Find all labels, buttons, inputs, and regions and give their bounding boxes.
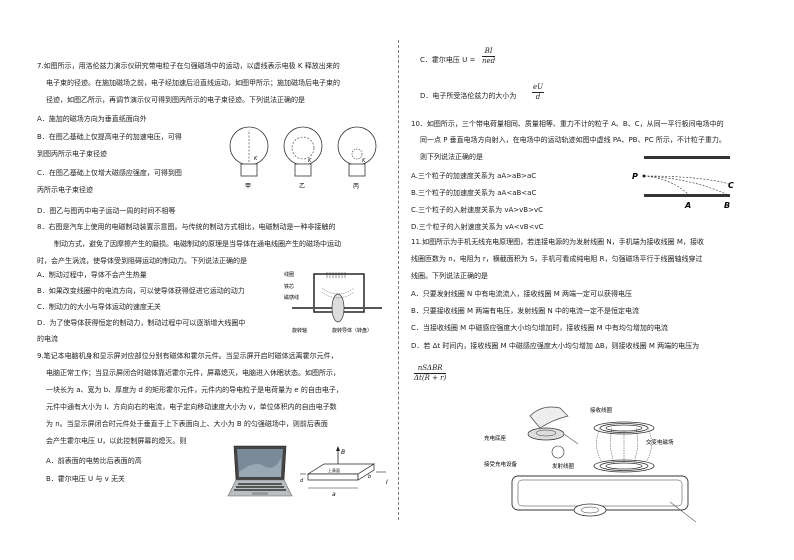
q8-option-c: C．制动力的大小与导体运动的速度无关	[37, 303, 161, 311]
q9-option-d-prefix: D．电子所受洛伦兹力的大小为	[420, 92, 517, 100]
q11-option-a: A．只要发射线圈 N 中有电流流入，接收线圈 M 两端一定可以获得电压	[411, 290, 632, 298]
q11-figure: 接收线圈 充电底座 交变电磁场 接受充电设备 发射线圈	[484, 406, 697, 523]
q8-figure: 线圈 铁芯 磁感线 旋转轴 旋转导体（转盘）	[284, 271, 382, 334]
q8-line-1: 8．右图是汽车上使用的电磁制动装置示意图。与传统的制动方式相比，电磁制动是一种非…	[37, 223, 336, 231]
q7-option-c-1: C．在图乙基础上仅增大磁感应强度，可得到图	[37, 169, 182, 177]
bulb-yi	[283, 126, 323, 177]
label-core: 铁芯	[284, 283, 294, 290]
label-p: P	[632, 172, 638, 181]
q7-line-3: 径迹，如图乙所示，再调节演示仪可得到图丙所示的电子束径迹。下列说法正确的是	[46, 96, 305, 104]
label-axle: 旋转轴	[292, 327, 307, 334]
q10-option-c: C.三个粒子的入射速度关系为 vA>vB>vC	[411, 206, 543, 214]
q10-line-2: 同一点 P 垂直电场方向射入，在电场中的运动轨迹如图中虚线 PA、PB、PC 所…	[420, 136, 726, 144]
label-top-surface: 上表面	[328, 467, 340, 473]
laptop-image	[227, 445, 293, 497]
bulb-bing	[337, 126, 377, 177]
q11-option-b: B．只要接收线圈 M 两端有电压，发射线圈 N 中的电流一定不是恒定电流	[411, 307, 639, 315]
q8-option-d-1: D．为了使导体获得恒定的制动力，制动过程中可以逐渐增大线圈中	[37, 319, 246, 327]
q7-option-d: D．图乙与图丙中电子运动一周的时间不相等	[37, 207, 176, 215]
q8-line-3: 时，会产生涡流，使导体受到阻碍运动的制动力。下列说法正确的是	[37, 257, 247, 265]
label-em-field: 交变电磁场	[646, 438, 674, 446]
hall-element-figure: B 上表面 I a b d	[300, 446, 388, 498]
label-a: a	[332, 491, 336, 498]
q8-option-a: A．制动过程中，导体不会产生热量	[37, 271, 147, 279]
field-lines	[596, 427, 652, 463]
label-b-point: B	[724, 201, 730, 210]
q10-option-b: B.三个粒子的加速度关系为 aA<aB<aC	[411, 189, 537, 197]
hand-phone	[529, 406, 569, 429]
upper-plate	[644, 156, 730, 159]
label-coil: 线圈	[284, 271, 294, 278]
q9-option-b: B．霍尔电压 U 与 v 无关	[46, 475, 125, 483]
label-transmitter-coil: 发射线圈	[552, 462, 575, 470]
q10-line-1: 10．如图所示，三个带电荷量相同、质量相等、重力不计的粒子 A、B、C，从同一平…	[411, 120, 724, 128]
trajectory-b	[643, 175, 727, 195]
label-b: b	[368, 474, 371, 480]
q11-option-d-fraction: nSΔBR Δt(R + r)	[414, 364, 447, 383]
fig-label-jia: 甲	[245, 183, 251, 190]
trajectory-a	[643, 175, 689, 195]
q9-option-c-fraction: BI ned	[482, 47, 496, 66]
label-device: 接受充电设备	[484, 460, 518, 468]
label-disk: 旋转导体（转盘）	[332, 327, 372, 334]
q9-option-c-prefix: C．霍尔电压 U =	[420, 56, 476, 64]
q9-d-denominator: d	[535, 93, 541, 101]
receiver-coil	[593, 421, 655, 435]
q7-line-1: 7.如图所示，用洛伦兹力演示仪研究带电粒子在匀强磁场中的运动，以虚线表示电极 K…	[37, 62, 340, 70]
q10-option-d: D.三个粒子的入射速度关系为 vA<vB<vC	[411, 223, 544, 231]
column-divider	[398, 40, 399, 520]
q9-line-6: 会产生霍尔电压 U，以此控制屏幕的熄灭。则	[46, 437, 187, 445]
q8-line-2: 制动方式，避免了因摩擦产生的磨损。电磁制动的原理是当导体在通电线圈产生的磁场中运…	[54, 240, 341, 248]
q11-option-c: C．当接收线圈 M 中磁感应强度大小均匀增加时，接收线圈 M 中有均匀增加的电流	[411, 324, 668, 332]
q9-c-numerator: BI	[482, 47, 496, 57]
q11-line-1: 11.如图所示为手机无线充电原理图，若连接电源的为发射线圈 N，手机端为接收线圈…	[411, 238, 704, 246]
q11-line-2: 线圈匝数为 n，电阻为 r，横截面积为 S，手机可看成纯电阻 R，匀强磁场平行于…	[411, 255, 703, 263]
lower-plate	[644, 194, 730, 197]
q8-option-b: B．如果改变线圈中的电流方向，可以使导体获得促进它运动的动力	[37, 287, 245, 295]
q11-line-3: 线圈。下列说法正确的是	[411, 272, 488, 280]
q11-d-denominator: Δt(R + r)	[414, 374, 447, 382]
coil	[326, 272, 346, 278]
q10-option-a: A.三个粒子的加速度关系为 aA>aB>aC	[411, 172, 537, 180]
q7-line-2: 电子束的径迹。在施加磁场之前，电子经加速后沿直线运动，如图甲所示；施加磁场后电子…	[46, 79, 340, 87]
fig-label-bing: 丙	[353, 183, 359, 190]
q9-line-4: 元件中通有大小为 I、方向向右的电流，电子定向移动速度大小为 v，单位体积内的自…	[46, 403, 337, 411]
label-field: 磁感线	[284, 294, 299, 301]
trajectory-c	[643, 175, 731, 185]
q9-c-denominator: ned	[482, 57, 496, 65]
q7-option-c-2: 丙所示电子束径迹	[37, 186, 93, 194]
q7-option-b-2: 到图丙所示电子束径迹	[37, 150, 107, 158]
q10-figure: P A B C	[632, 156, 734, 210]
label-b-field: B	[341, 449, 345, 456]
fig-label-yi: 乙	[299, 183, 305, 190]
label-charging-base: 充电底座	[484, 434, 507, 442]
q9-line-3: 一块长为 a、宽为 b、厚度为 d 的矩形霍尔元件，元件内的导电粒子是电荷量为 …	[46, 386, 343, 394]
bulb-jia	[229, 126, 269, 177]
q11-d-numerator: nSΔBR	[414, 364, 447, 374]
q9-option-a: A．前表面的电势比后表面的高	[46, 457, 142, 465]
q9-line-2: 电脑正常工作；当显示屏闭合时磁体靠近霍尔元件，屏幕熄灭，电脑进入休眠状态。如图所…	[46, 369, 340, 377]
label-c-point: C	[728, 181, 734, 190]
k-label-bing: K	[362, 158, 366, 164]
q7-figure: K K K 甲 乙 丙	[229, 126, 377, 190]
q10-line-3: 则下列说法正确的是	[420, 153, 483, 161]
label-a-point: A	[684, 201, 691, 210]
q9-line-1: 9.笔记本电脑机身和显示屏对应部位分别有磁体和霍尔元件。当显示屏开启时磁体远离霍…	[37, 352, 338, 360]
q9-line-5: 为 n。当显示屏闭合时元件处于垂直于上下表面向上、大小为 B 的匀强磁场中，则前…	[46, 420, 328, 428]
q9-option-d-fraction: eU d	[532, 83, 545, 102]
k-label-jia: K	[254, 156, 258, 162]
q7-option-a: A．施加的磁场方向为垂直纸面向外	[37, 115, 147, 123]
label-d: d	[300, 478, 304, 484]
k-label-yi: K	[308, 158, 312, 164]
rotating-disk	[331, 293, 345, 323]
label-receiver-coil: 接收线圈	[590, 406, 613, 414]
q9-d-numerator: eU	[532, 83, 545, 93]
q11-option-d: D．若 Δt 时间内，接收线圈 M 中磁感应强度大小均匀增加 ΔB，则接收线圈 …	[411, 342, 700, 350]
q7-option-b-1: B．在图乙基础上仅提高电子的加速电压，可得	[37, 133, 182, 141]
transmitter-coil	[593, 459, 655, 473]
label-current: I	[386, 479, 388, 486]
q8-option-d-2: 的电流	[37, 335, 58, 343]
